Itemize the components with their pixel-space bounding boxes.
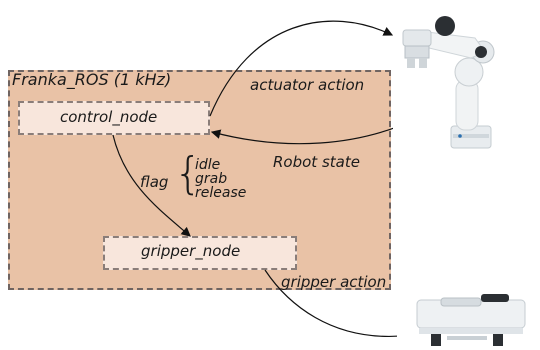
flag-value-idle: idle (195, 157, 221, 173)
actuator-arrow (209, 20, 394, 117)
container-title: Franka_ROS (1 kHz) (12, 70, 172, 89)
control-node-label: control_node (60, 108, 158, 126)
gripper-action-arrow (264, 269, 414, 341)
flag-value-release: release (195, 185, 247, 201)
robot-arm-image (393, 8, 503, 150)
gripper-node-label: gripper_node (141, 242, 241, 260)
robot-state-label: Robot state (273, 153, 360, 171)
brace-glyph: { (174, 148, 202, 199)
gripper-image (397, 288, 539, 348)
flag-value-grab: grab (195, 171, 228, 187)
gripper-node-box (103, 236, 297, 270)
flag-label: flag (140, 173, 169, 191)
control-node-box (18, 101, 210, 135)
flag-arrow (112, 134, 191, 237)
gripper-action-label: gripper action (281, 273, 387, 291)
actuator-action-label: actuator action (250, 76, 365, 94)
